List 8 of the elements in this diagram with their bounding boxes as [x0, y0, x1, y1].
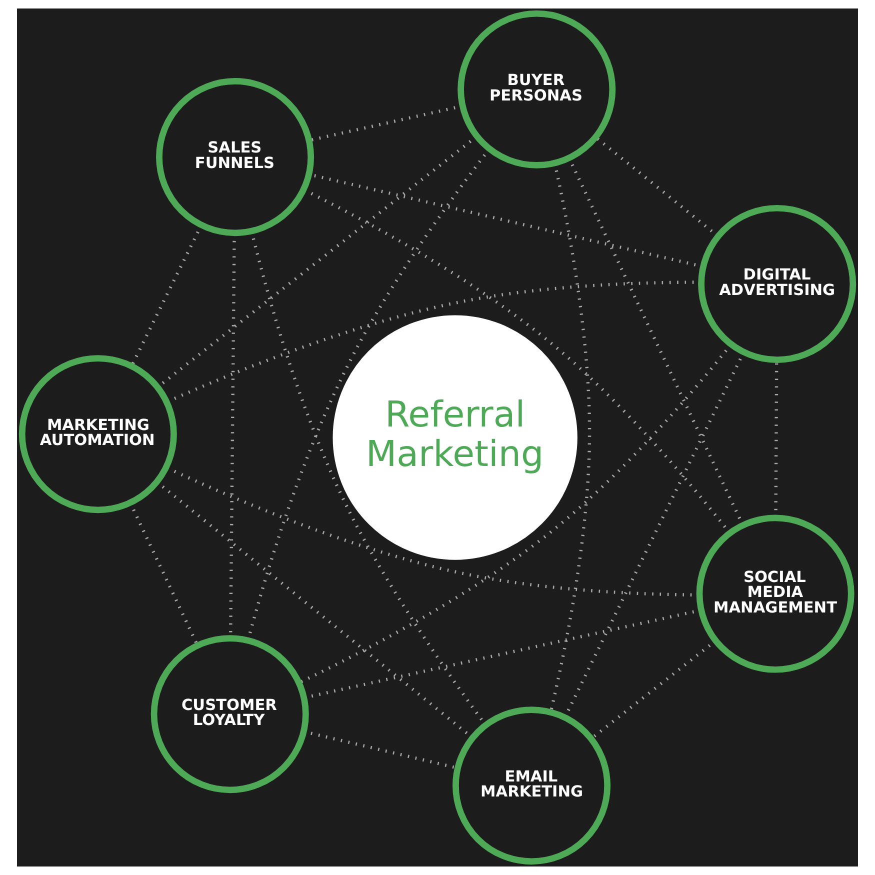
node-circle: EMAIL MARKETING: [452, 706, 611, 865]
node-circle: SOCIAL MEDIA MANAGEMENT: [696, 514, 854, 673]
node-circle: Referral Marketing: [332, 315, 578, 560]
node-circle: BUYER PERSONAS: [458, 10, 616, 168]
node-circle: DIGITAL ADVERTISING: [698, 204, 856, 363]
node-circle: MARKETING AUTOMATION: [18, 355, 177, 514]
node-circle: CUSTOMER LOYALTY: [150, 635, 309, 794]
node-circle: SALES FUNNELS: [156, 78, 314, 236]
